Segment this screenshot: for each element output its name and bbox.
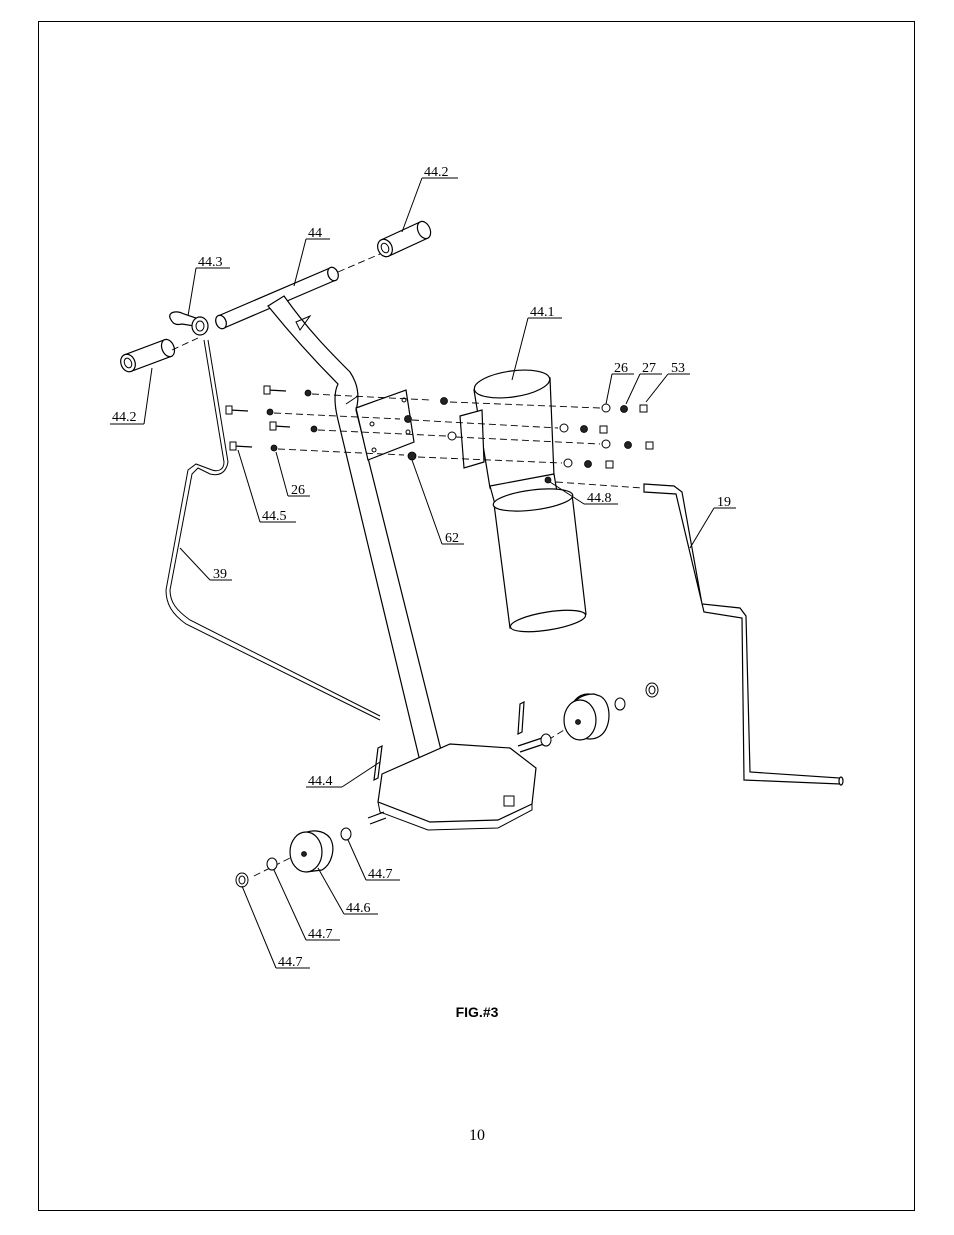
wire-rod-part <box>165 339 381 721</box>
label-62: 62 <box>445 531 459 546</box>
label-44-7-c: 44.7 <box>278 955 303 970</box>
label-39: 39 <box>213 567 227 582</box>
label-27: 27 <box>642 361 656 376</box>
wheel-left-part <box>235 827 352 888</box>
base-plate-part <box>377 743 537 831</box>
label-44-4: 44.4 <box>308 774 333 789</box>
bolt-assembly <box>225 385 654 469</box>
grip-left-part <box>120 337 199 373</box>
label-44-6: 44.6 <box>346 901 371 916</box>
handlebar-part <box>215 253 381 330</box>
label-26-top: 26 <box>614 361 628 376</box>
label-44-8: 44.8 <box>587 491 612 506</box>
label-53: 53 <box>671 361 685 376</box>
label-26-bottom: 26 <box>291 483 305 498</box>
label-44-1: 44.1 <box>530 305 555 320</box>
figure-caption: FIG.#3 <box>455 1004 499 1020</box>
wheel-right-part <box>540 682 659 747</box>
label-44-7-b: 44.7 <box>308 927 333 942</box>
clamp-part <box>169 311 209 336</box>
crank-handle-part <box>555 481 844 786</box>
label-44: 44 <box>308 226 322 241</box>
label-44-2-left: 44.2 <box>112 410 137 425</box>
motor-cylinder-part <box>492 488 587 633</box>
page-number: 10 <box>469 1127 485 1144</box>
page-border <box>38 21 915 1211</box>
label-44-5: 44.5 <box>262 509 287 524</box>
leader-lines <box>110 177 736 969</box>
label-44-2-top: 44.2 <box>424 165 449 180</box>
motor-housing-part <box>459 369 559 509</box>
label-19: 19 <box>717 495 731 510</box>
grip-right-part <box>377 220 432 258</box>
label-44-3: 44.3 <box>198 255 223 270</box>
main-column-part <box>267 295 448 780</box>
label-44-7-a: 44.7 <box>368 867 393 882</box>
mounting-plate-part <box>355 389 415 461</box>
